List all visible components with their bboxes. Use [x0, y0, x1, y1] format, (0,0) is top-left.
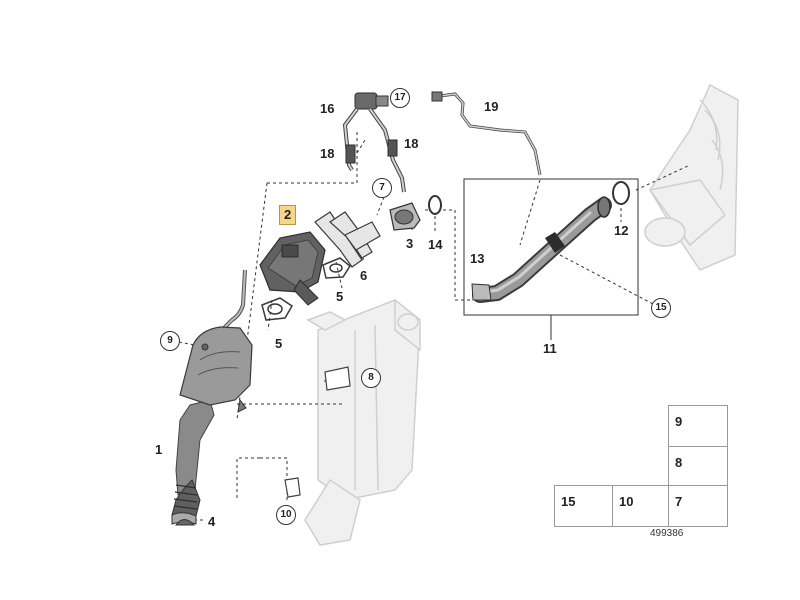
legend-cell-15: 15	[554, 485, 614, 527]
callout-2-highlighted: 2	[279, 205, 297, 225]
callout-4: 4	[208, 514, 216, 529]
legend-cell-10: 10	[612, 485, 670, 527]
legend-label-8: 8	[675, 455, 683, 470]
pipe-part	[471, 196, 612, 303]
callout-5-lower: 5	[275, 336, 283, 351]
egr-valve-part	[259, 231, 326, 306]
callout-6: 6	[360, 268, 368, 283]
clamp-part	[175, 519, 196, 526]
pressure-sensor-part	[342, 92, 406, 193]
callout-9: 9	[160, 331, 180, 351]
callout-11: 11	[543, 341, 557, 356]
callout-18-right: 18	[404, 136, 419, 151]
legend-cell-8: 8	[668, 446, 728, 487]
callout-16: 16	[320, 101, 335, 116]
legend-cell-9: 9	[668, 405, 728, 448]
callout-13: 13	[470, 251, 485, 266]
callout-7: 7	[372, 178, 392, 198]
turbocharger-background	[644, 83, 739, 271]
callout-14: 14	[428, 237, 443, 252]
callout-17: 17	[390, 88, 410, 108]
callout-1: 1	[155, 442, 163, 457]
egr-pipe-part	[314, 211, 381, 268]
dpf-converter-background	[304, 298, 421, 546]
callout-5-upper: 5	[336, 289, 344, 304]
seal-ring-part	[428, 195, 442, 215]
callout-18-left: 18	[320, 146, 335, 161]
callout-12: 12	[614, 223, 629, 238]
legend-cell-7: 7	[668, 485, 728, 527]
gasket-part	[261, 257, 351, 321]
exhaust-pipe-part	[171, 269, 253, 525]
legend-label-7: 7	[675, 494, 683, 509]
sensor-cable-part	[431, 91, 542, 176]
legend-label-9: 9	[675, 414, 683, 429]
callout-3: 3	[406, 236, 414, 251]
bracket-part	[284, 366, 351, 498]
callout-8: 8	[361, 368, 381, 388]
callout-15: 15	[651, 298, 671, 318]
o-ring-part	[612, 181, 630, 205]
legend-label-15: 15	[561, 494, 576, 509]
legend-label-10: 10	[619, 494, 634, 509]
flange-part	[389, 202, 421, 231]
diagram-reference-number: 499386	[650, 528, 684, 539]
callout-10: 10	[276, 505, 296, 525]
callout-19: 19	[484, 99, 499, 114]
